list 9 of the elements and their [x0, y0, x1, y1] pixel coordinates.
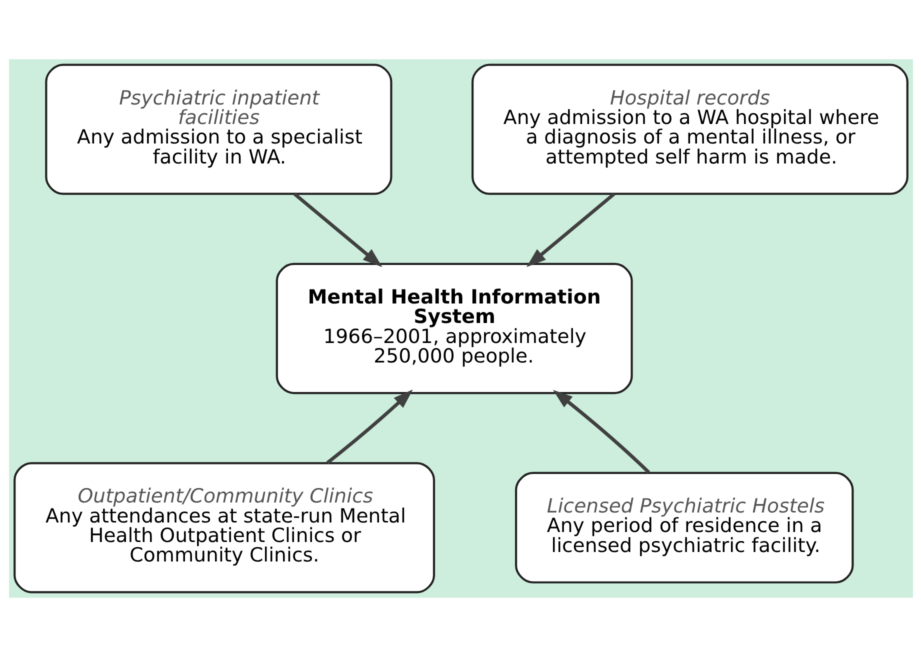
node-box: Outpatient/Community Clinics Any attendances at state-run Mental Health Outpatient Clinics or Community Clinics.: [13, 462, 435, 594]
node-box: Mental Health Information System 1966–2001, approximately 250,000 people.: [275, 262, 632, 394]
arrow: [526, 192, 615, 268]
arrow: [552, 390, 650, 474]
node-box: Licensed Psychiatric Hostels Any period of residence in a licensed psychiatric facility.: [514, 472, 854, 584]
arrow: [326, 390, 412, 464]
node-box: Psychiatric inpatient facilities Any admission to a specialist facility in WA.: [44, 64, 392, 195]
node-box: Hospital records Any admission to a WA hospital where a diagnosis of a mental illness, or attempted self harm is made.: [471, 64, 908, 195]
arrow: [292, 192, 382, 268]
